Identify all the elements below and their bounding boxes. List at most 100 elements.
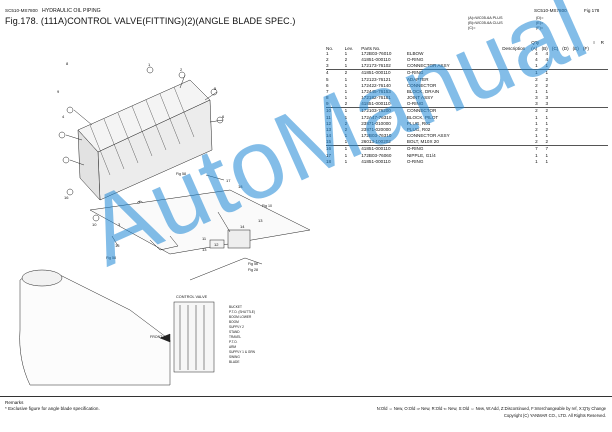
part-level-cell: 2: [344, 126, 348, 132]
part-description-cell: BLOCK, DRAIN: [406, 88, 440, 94]
col-f: (F): [583, 45, 589, 51]
valve-row: P.T.O.: [229, 340, 238, 344]
part-number-cell: 41851-000110: [361, 69, 407, 77]
qty-a-cell: 4: [535, 51, 538, 56]
change-legend: N:Old ⇔ New, O:Old ⇒ New, R:Old ⇐ New, S…: [376, 406, 606, 411]
qty-a-cell: 7: [531, 145, 542, 153]
part-level-cell: 1: [344, 51, 348, 56]
empty-cell: [593, 159, 600, 165]
valve-row: STAND: [229, 330, 240, 334]
part-description-cell: CONNECTOR: [406, 107, 532, 115]
variant-d: (D)=: [536, 16, 544, 20]
exploded-parts-diagram: [19, 66, 311, 386]
control-valve-label: CONTROL VALVE: [176, 295, 208, 299]
callout-13: 13: [202, 247, 207, 252]
part-number-cell: 41851-000110: [361, 57, 391, 63]
valve-row: SUPPLY 2: [229, 325, 244, 329]
empty-cell: [601, 159, 608, 165]
part-description-cell: BOLT, M10X 20: [406, 139, 439, 145]
qty-a-cell: 2: [531, 107, 542, 115]
qty-a-cell: 3: [535, 95, 538, 101]
callout-12: 12: [214, 242, 219, 247]
part-number-cell: 23871-010000: [361, 120, 391, 126]
part-no-cell: 1: [326, 51, 329, 56]
part-description-cell: O-RING: [406, 69, 532, 77]
variant-a: (A)=WC05-6A PLUS: [468, 16, 503, 20]
parts-table-header: No. Lev. Parts No. Description (A) (B) (…: [326, 45, 608, 51]
col-no: No.: [326, 45, 334, 51]
part-description-cell: JOINT ASSY: [406, 95, 434, 101]
qty-b-cell: 2: [545, 82, 549, 88]
part-description-cell: BLOCK, PILOT: [406, 114, 439, 120]
qty-a-cell: 1: [535, 133, 538, 139]
callout-7: 7: [138, 200, 141, 205]
qty-b-cell: 3: [545, 101, 549, 107]
callout-3: 3: [118, 222, 121, 227]
empty-cell: [572, 145, 583, 153]
callout-9: 9: [57, 89, 60, 94]
part-description-cell: O-RING: [406, 57, 424, 63]
empty-cell: [601, 101, 608, 108]
qty-a-cell: 1: [535, 158, 538, 164]
qty-b-cell: 1: [545, 114, 549, 120]
part-no-cell: 3: [326, 63, 329, 69]
table-row: 9 2 41851-000110 O-RING 3 3: [326, 101, 608, 108]
empty-cell: [573, 159, 583, 165]
part-number-cell: 172B03-76310: [361, 133, 392, 139]
empty-cell: [601, 139, 608, 146]
part-level-cell: 2: [344, 101, 348, 107]
part-no-cell: 18: [326, 158, 332, 164]
part-number-cell: 41851-000110: [361, 145, 407, 153]
front-label: FRONT: [150, 335, 163, 339]
qty-a-cell: 3: [535, 101, 538, 107]
callout-5: 5: [214, 86, 217, 91]
qty-a-cell: 1: [535, 63, 538, 69]
part-description-cell: O-RING: [406, 101, 424, 107]
variant-e: (E)=: [536, 21, 544, 25]
part-description-cell: ELBOW: [406, 51, 424, 56]
valve-row: SWING: [229, 355, 240, 359]
empty-cell: [600, 145, 608, 153]
part-number-cell: 26013-100202: [361, 139, 391, 145]
part-level-cell: 1: [344, 76, 348, 82]
qty-b-cell: 7: [541, 145, 552, 153]
empty-cell: [552, 101, 562, 108]
part-number-cell: 172123-76121: [361, 76, 391, 82]
part-description-cell: PLUG, R01: [406, 120, 431, 126]
empty-cell: [572, 69, 583, 77]
col-i: I: [593, 39, 595, 45]
empty-cell: [562, 159, 572, 165]
qty-a-cell: 4: [535, 57, 538, 63]
part-description-cell: PLUG, R02: [406, 126, 431, 132]
col-qty: Q'ty: [531, 39, 540, 45]
part-no-cell: 2: [326, 57, 329, 63]
empty-cell: [593, 101, 600, 108]
part-number-cell: 41851-000110: [361, 101, 391, 107]
fig-ref-56: Fig 56: [248, 262, 258, 266]
col-d: (D): [562, 45, 569, 51]
empty-cell: [572, 107, 583, 115]
empty-cell: [573, 101, 583, 108]
part-description-cell: ADAPTER: [406, 76, 429, 82]
valve-row: P.T.O. (SHUTTLE): [229, 310, 255, 314]
qty-b-cell: 1: [541, 69, 552, 77]
fig-ref-58b: Fig 58: [106, 256, 116, 260]
variant-f: (F)=: [536, 26, 544, 30]
col-r: R: [600, 39, 604, 45]
part-no-cell: 9: [326, 101, 329, 107]
empty-cell: [551, 69, 563, 77]
empty-cell: [583, 145, 594, 153]
parts-list: Q'ty I R No. Lev. Parts No. Description …: [326, 39, 608, 165]
part-no-cell: 5: [326, 76, 329, 82]
empty-cell: [600, 69, 608, 77]
part-description-cell: CONNECTOR: [406, 82, 437, 88]
empty-cell: [583, 159, 593, 165]
figure-ref-right: Fig 178: [584, 8, 600, 13]
